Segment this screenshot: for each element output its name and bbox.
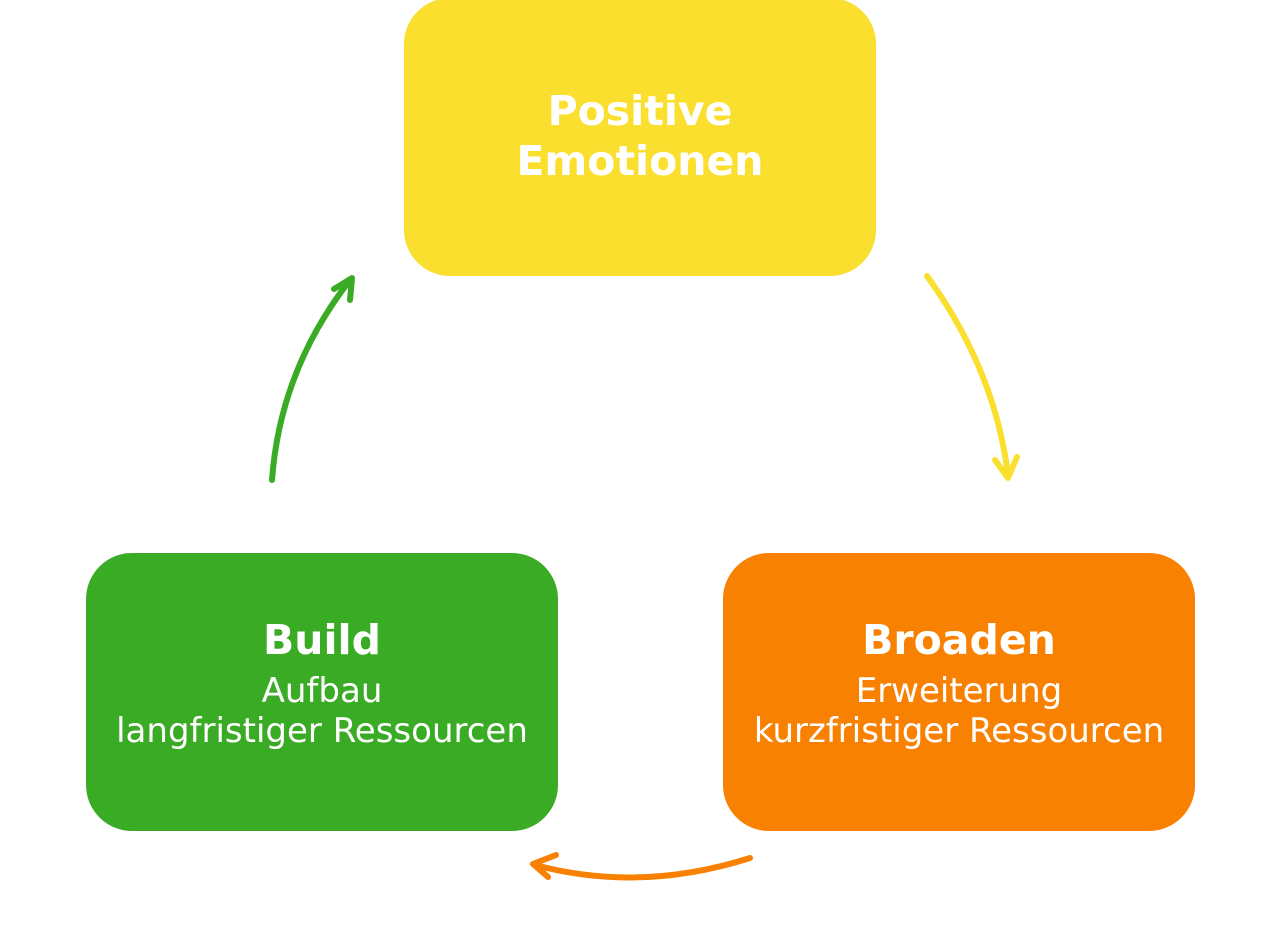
arrow-build-to-positive xyxy=(269,275,355,483)
node-build-subtitle-line1: Aufbau xyxy=(261,671,383,711)
node-positive-emotionen-title-line2: Emotionen xyxy=(516,137,764,185)
node-build: Build Aufbau langfristiger Ressourcen xyxy=(86,553,558,831)
arrow-positive-to-broaden-line xyxy=(924,273,1011,478)
arrow-build-to-positive-line xyxy=(269,277,353,483)
node-positive-emotionen-title: Positive Emotionen xyxy=(404,0,876,186)
node-build-title: Build xyxy=(263,616,381,664)
node-broaden-title: Broaden xyxy=(862,616,1056,664)
node-broaden-subtitle-line1: Erweiterung xyxy=(855,671,1063,711)
node-build-subtitle-line2: langfristiger Ressourcen xyxy=(116,711,528,751)
node-positive-emotionen: Positive Emotionen xyxy=(404,0,876,276)
node-build-subtitle: Aufbau langfristiger Ressourcen xyxy=(86,671,558,751)
arrow-broaden-to-build xyxy=(530,852,753,881)
arrow-broaden-to-build-head xyxy=(530,852,559,880)
node-positive-emotionen-title-line1: Positive xyxy=(547,87,733,135)
node-broaden-subtitle: Erweiterung kurzfristiger Ressourcen xyxy=(723,671,1195,751)
arrow-positive-to-broaden xyxy=(924,273,1020,481)
node-broaden-subtitle-line2: kurzfristiger Ressourcen xyxy=(753,711,1165,751)
arrow-build-to-positive-head xyxy=(331,275,355,303)
arrow-broaden-to-build-line xyxy=(532,855,753,881)
arrow-positive-to-broaden-head xyxy=(992,454,1020,481)
node-broaden: Broaden Erweiterung kurzfristiger Ressou… xyxy=(723,553,1195,831)
